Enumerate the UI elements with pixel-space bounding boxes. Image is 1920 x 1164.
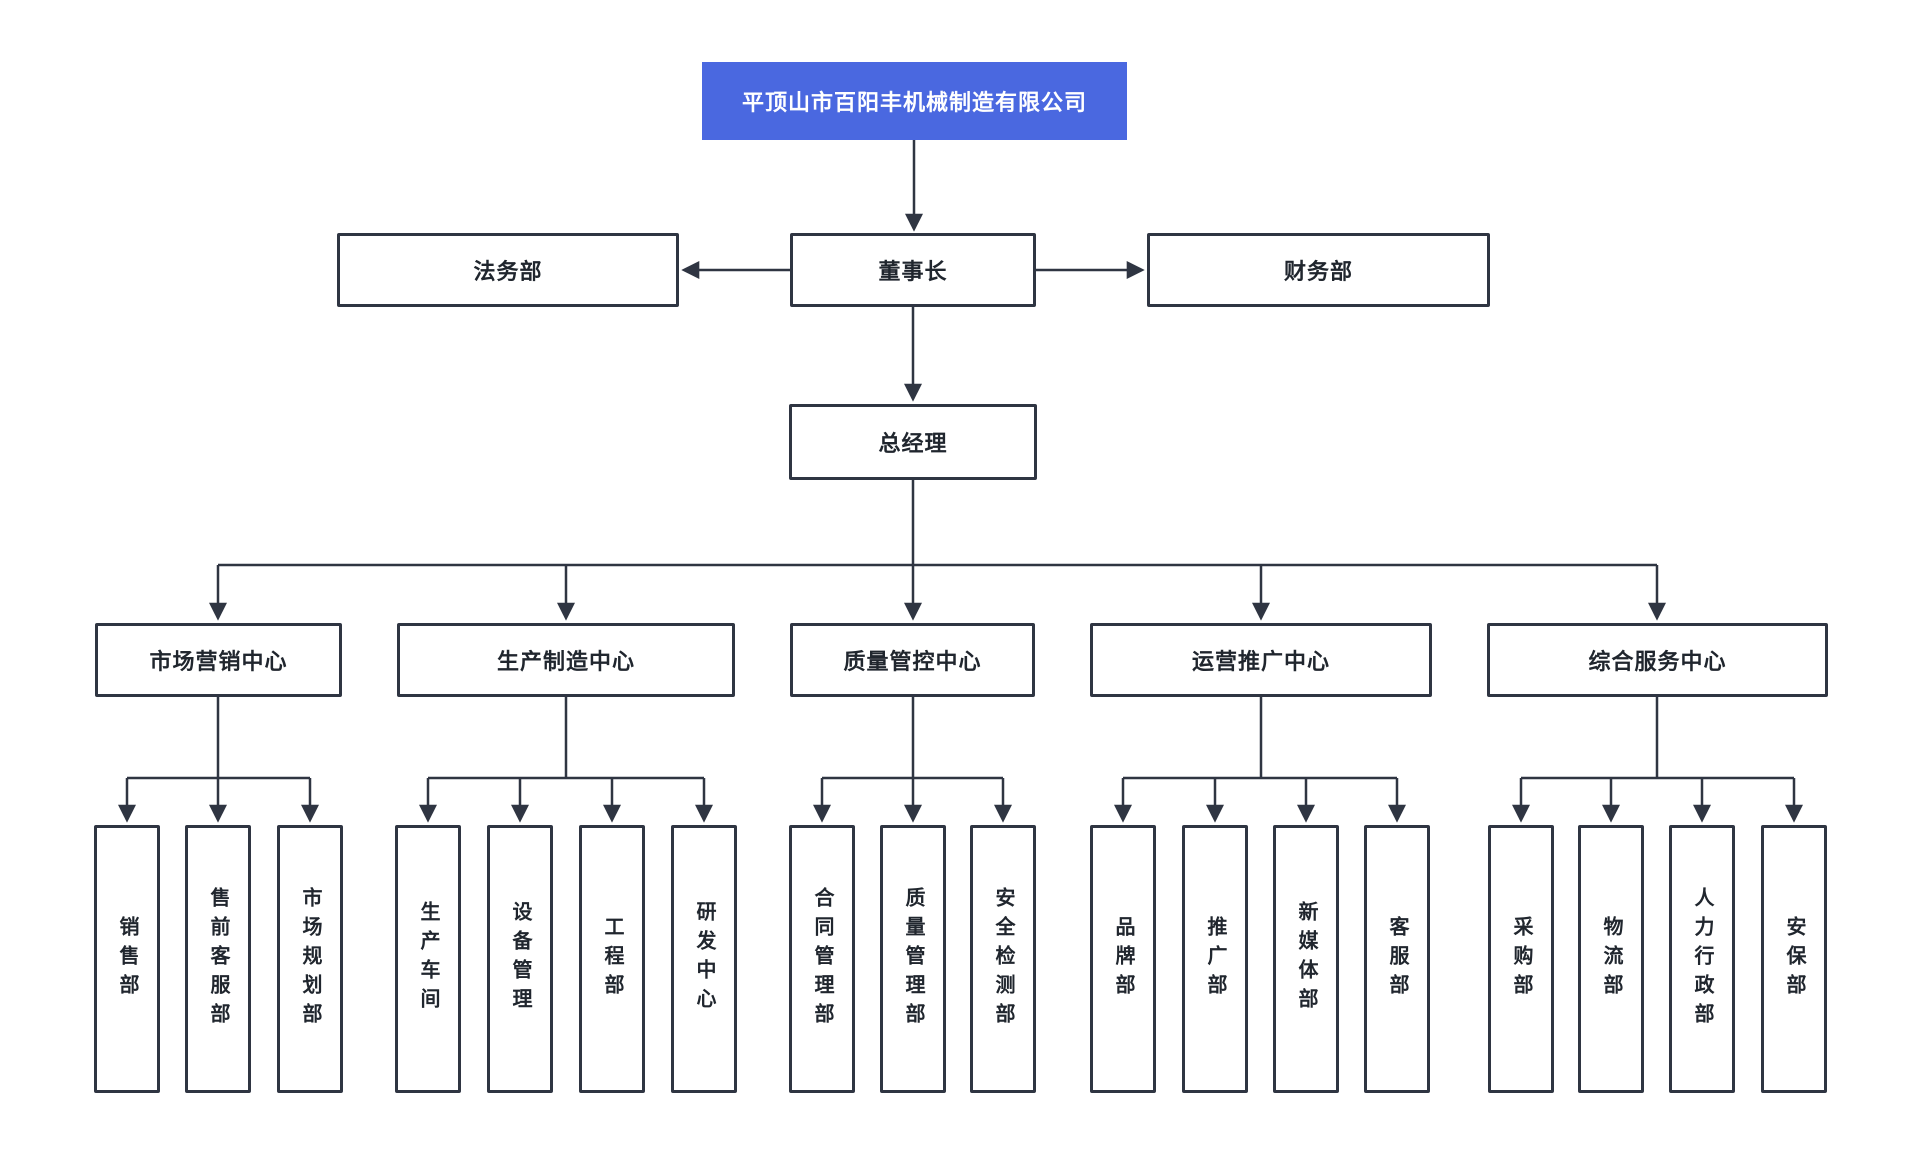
org-node-quality-center[interactable]: 质量管控中心 [790, 623, 1035, 697]
org-node-market-planning-dept[interactable]: 市场规划部 [277, 825, 343, 1093]
org-node-label: 研发中心 [693, 901, 715, 1017]
org-node-label: 安全检测部 [992, 886, 1014, 1032]
org-node-customer-service-dept[interactable]: 客服部 [1364, 825, 1430, 1093]
org-node-label: 平顶山市百阳丰机械制造有限公司 [741, 90, 1087, 115]
org-node-hr-admin-dept[interactable]: 人力行政部 [1669, 825, 1735, 1093]
org-node-general-manager[interactable]: 总经理 [789, 404, 1037, 480]
org-node-label: 安保部 [1783, 915, 1805, 1003]
org-node-contract-management-dept[interactable]: 合同管理部 [789, 825, 855, 1093]
org-node-finance-dept[interactable]: 财务部 [1147, 233, 1490, 307]
org-node-quality-management-dept[interactable]: 质量管理部 [880, 825, 946, 1093]
org-node-label: 人力行政部 [1691, 886, 1713, 1032]
org-node-label: 工程部 [601, 915, 623, 1003]
org-node-company[interactable]: 平顶山市百阳丰机械制造有限公司 [702, 62, 1127, 140]
org-node-label: 董事长 [878, 259, 948, 284]
org-node-marketing-center[interactable]: 市场营销中心 [95, 623, 342, 697]
org-node-label: 质量管理部 [902, 886, 924, 1032]
org-node-services-center[interactable]: 综合服务中心 [1487, 623, 1828, 697]
org-node-label: 综合服务中心 [1588, 649, 1727, 674]
org-node-equipment-management[interactable]: 设备管理 [487, 825, 553, 1093]
org-node-label: 客服部 [1386, 915, 1408, 1003]
org-node-label: 合同管理部 [811, 886, 833, 1032]
org-node-label: 新媒体部 [1295, 901, 1317, 1017]
org-node-production-workshop[interactable]: 生产车间 [395, 825, 461, 1093]
org-node-operations-center[interactable]: 运营推广中心 [1090, 623, 1432, 697]
org-node-logistics-dept[interactable]: 物流部 [1578, 825, 1644, 1093]
org-node-label: 售前客服部 [207, 886, 229, 1032]
org-node-label: 质量管控中心 [843, 649, 982, 674]
org-node-label: 采购部 [1510, 915, 1532, 1003]
org-node-rd-center[interactable]: 研发中心 [671, 825, 737, 1093]
org-node-promotion-dept[interactable]: 推广部 [1182, 825, 1248, 1093]
org-node-presales-service-dept[interactable]: 售前客服部 [185, 825, 251, 1093]
org-node-brand-dept[interactable]: 品牌部 [1090, 825, 1156, 1093]
org-node-engineering-dept[interactable]: 工程部 [579, 825, 645, 1093]
org-node-chairman[interactable]: 董事长 [790, 233, 1036, 307]
org-node-new-media-dept[interactable]: 新媒体部 [1273, 825, 1339, 1093]
org-node-label: 财务部 [1283, 259, 1353, 284]
org-node-procurement-dept[interactable]: 采购部 [1488, 825, 1554, 1093]
org-node-label: 设备管理 [509, 901, 531, 1017]
org-node-legal-dept[interactable]: 法务部 [337, 233, 679, 307]
org-node-safety-inspection-dept[interactable]: 安全检测部 [970, 825, 1036, 1093]
org-node-label: 市场营销中心 [149, 649, 288, 674]
org-node-label: 法务部 [473, 259, 543, 284]
org-node-sales-dept[interactable]: 销售部 [94, 825, 160, 1093]
org-node-label: 生产车间 [417, 901, 439, 1017]
org-node-label: 市场规划部 [299, 886, 321, 1032]
org-node-label: 生产制造中心 [496, 649, 635, 674]
org-node-label: 销售部 [116, 915, 138, 1003]
org-node-label: 物流部 [1600, 915, 1622, 1003]
org-node-security-dept[interactable]: 安保部 [1761, 825, 1827, 1093]
org-node-label: 品牌部 [1112, 915, 1134, 1003]
org-node-label: 推广部 [1204, 915, 1226, 1003]
org-node-label: 总经理 [878, 431, 948, 456]
org-node-label: 运营推广中心 [1191, 649, 1330, 674]
org-node-production-center[interactable]: 生产制造中心 [397, 623, 735, 697]
